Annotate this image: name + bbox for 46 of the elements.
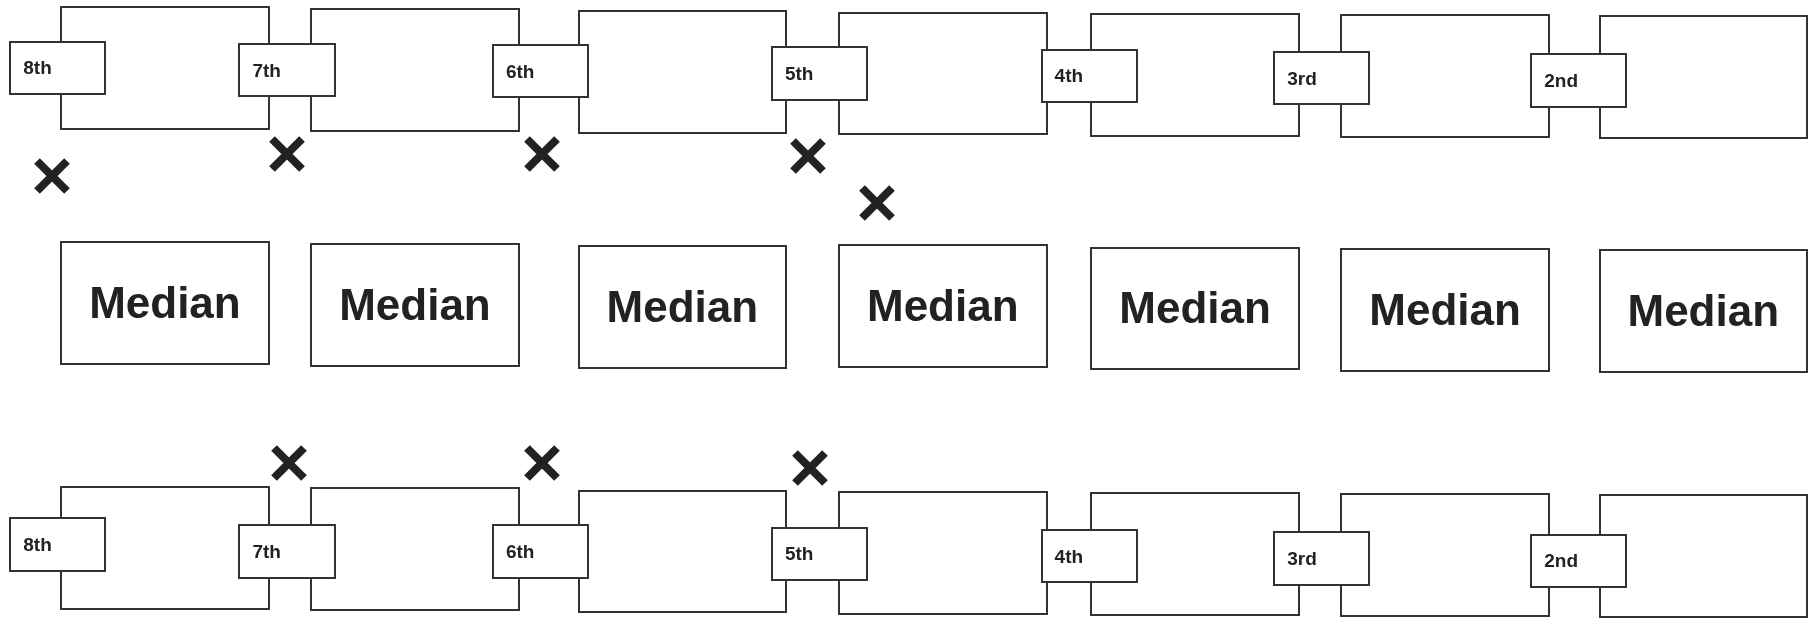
empty-box: [1598, 15, 1809, 139]
rank-tag: [1530, 53, 1628, 108]
rank-label: 4th: [1054, 546, 1084, 566]
median-label: Median: [867, 284, 1019, 329]
rank-tag: [238, 42, 336, 98]
rank-tag: [1040, 48, 1138, 103]
median-label: Median: [339, 283, 491, 327]
rank-label: 4th: [1054, 66, 1084, 86]
rank-label: 2nd: [1544, 551, 1578, 571]
rank-tag: [9, 40, 107, 95]
median-label: Median: [1627, 288, 1780, 333]
empty-box: [838, 490, 1048, 615]
rank-label: 7th: [252, 60, 281, 80]
rank-tag: [770, 526, 869, 582]
rank-tag: [9, 517, 107, 572]
rank-label: 5th: [784, 544, 814, 564]
median-box: [1090, 246, 1300, 371]
rank-label: 8th: [23, 535, 52, 555]
median-box: [60, 240, 270, 365]
empty-box: [1598, 494, 1809, 619]
rank-label: 6th: [505, 542, 535, 562]
rank-tag: [1040, 529, 1138, 584]
rank-tag: [1273, 50, 1371, 106]
median-label: Median: [1369, 287, 1521, 332]
median-box: [838, 244, 1048, 369]
rank-tag: [1530, 533, 1628, 588]
rank-label: 2nd: [1544, 70, 1578, 90]
rank-label: 3rd: [1287, 549, 1317, 568]
median-box: [1340, 247, 1550, 372]
median-label: Median: [89, 280, 241, 325]
rank-tag: [238, 524, 336, 579]
median-label: Median: [1119, 286, 1271, 331]
rank-label: 3rd: [1287, 68, 1317, 88]
rank-tag: [1273, 531, 1371, 586]
rank-tag: [770, 46, 869, 101]
rank-label: 5th: [784, 64, 814, 83]
rank-label: 7th: [252, 542, 281, 562]
rank-label: 8th: [23, 58, 52, 78]
rank-tag: [491, 524, 590, 579]
empty-box: [838, 11, 1048, 136]
median-box: [1598, 248, 1809, 373]
median-box: [310, 243, 520, 367]
rank-tag: [491, 44, 590, 99]
median-label: Median: [606, 285, 759, 330]
rank-label: 6th: [505, 61, 535, 81]
median-box: [577, 245, 788, 370]
